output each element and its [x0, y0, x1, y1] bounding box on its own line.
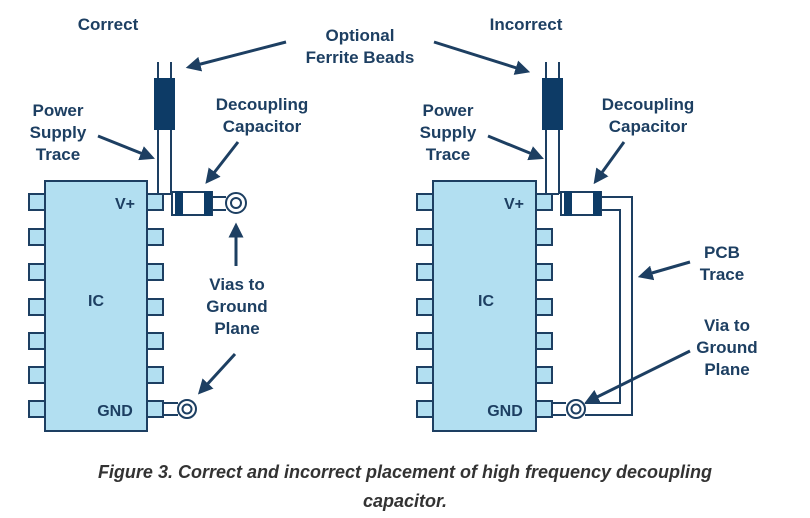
svg-text:Capacitor: Capacitor: [223, 117, 302, 136]
title-correct: Correct: [78, 15, 139, 34]
power-supply-label-left: Power Supply Trace: [30, 101, 87, 164]
gnd-label-right: GND: [487, 403, 523, 420]
correct-diagram: IC V+ GND Correct Power Supply Trace: [28, 15, 309, 432]
svg-text:Ground: Ground: [696, 338, 757, 357]
svg-text:PCB: PCB: [704, 243, 740, 262]
ic-label: IC: [88, 293, 104, 310]
svg-text:Power: Power: [422, 101, 473, 120]
svg-text:Power: Power: [32, 101, 83, 120]
pcb-trace: [585, 196, 633, 416]
caption-line-2: capacitor.: [362, 491, 448, 511]
svg-text:Vias to: Vias to: [209, 275, 264, 294]
arrow-via-right: [584, 349, 691, 404]
power-supply-label-right: Power Supply Trace: [420, 101, 477, 164]
svg-text:Plane: Plane: [214, 319, 259, 338]
incorrect-diagram: IC V+ GND Incorrect Power Supply Trace D: [416, 15, 758, 432]
arrow-power-supply-right: [487, 134, 544, 161]
ic-chip: [44, 180, 148, 432]
arrow-vias-gnd: [197, 352, 237, 395]
via-left-top: [225, 192, 247, 214]
ic-right-pins-right: [535, 193, 553, 418]
title-incorrect: Incorrect: [490, 15, 563, 34]
svg-text:Trace: Trace: [700, 265, 744, 284]
svg-text:Decoupling: Decoupling: [602, 95, 695, 114]
ic-chip-right: [432, 180, 537, 432]
svg-text:Plane: Plane: [704, 360, 749, 379]
arrow-decoupling-left: [205, 141, 240, 184]
svg-text:Via to: Via to: [704, 316, 750, 335]
svg-text:Supply: Supply: [30, 123, 87, 142]
arrow-ferrite-left: [185, 40, 287, 72]
svg-text:Ferrite Beads: Ferrite Beads: [306, 48, 415, 67]
svg-text:Trace: Trace: [426, 145, 470, 164]
ferrite-bead-right: [542, 78, 563, 130]
ferrite-beads-label: Optional Ferrite Beads: [306, 26, 415, 67]
svg-text:Capacitor: Capacitor: [609, 117, 688, 136]
arrow-pcb-trace: [637, 260, 691, 281]
figure-caption: Figure 3. Correct and incorrect placemen…: [0, 458, 810, 516]
decoupling-diagram: IC V+ GND Correct Power Supply Trace: [28, 15, 758, 432]
svg-text:Ground: Ground: [206, 297, 267, 316]
vias-label-left: Vias to Ground Plane: [206, 275, 267, 338]
decoupling-label-right: Decoupling Capacitor: [602, 95, 695, 136]
ic-left-pins: [28, 193, 46, 418]
via-left-gnd: [177, 399, 197, 419]
vplus-label: V+: [115, 196, 135, 213]
arrow-decoupling-right: [593, 141, 626, 185]
pcb-trace-label: PCB Trace: [700, 243, 744, 284]
decoupling-label-left: Decoupling Capacitor: [216, 95, 309, 136]
ic-label-right: IC: [478, 293, 494, 310]
via-right-gnd: [566, 399, 586, 419]
svg-text:Trace: Trace: [36, 145, 80, 164]
via-label-right: Via to Ground Plane: [696, 316, 757, 379]
svg-text:Optional: Optional: [326, 26, 395, 45]
svg-text:Decoupling: Decoupling: [216, 95, 309, 114]
gnd-label: GND: [97, 403, 133, 420]
ic-left-pins-right: [416, 193, 434, 418]
svg-text:Supply: Supply: [420, 123, 477, 142]
arrow-power-supply-left: [97, 134, 155, 161]
ic-right-pins: [146, 193, 164, 418]
vplus-label-right: V+: [504, 196, 524, 213]
ferrite-bead-left: [154, 78, 175, 130]
arrow-ferrite-right: [433, 40, 531, 75]
caption-line-1: Figure 3. Correct and incorrect placemen…: [97, 462, 713, 482]
